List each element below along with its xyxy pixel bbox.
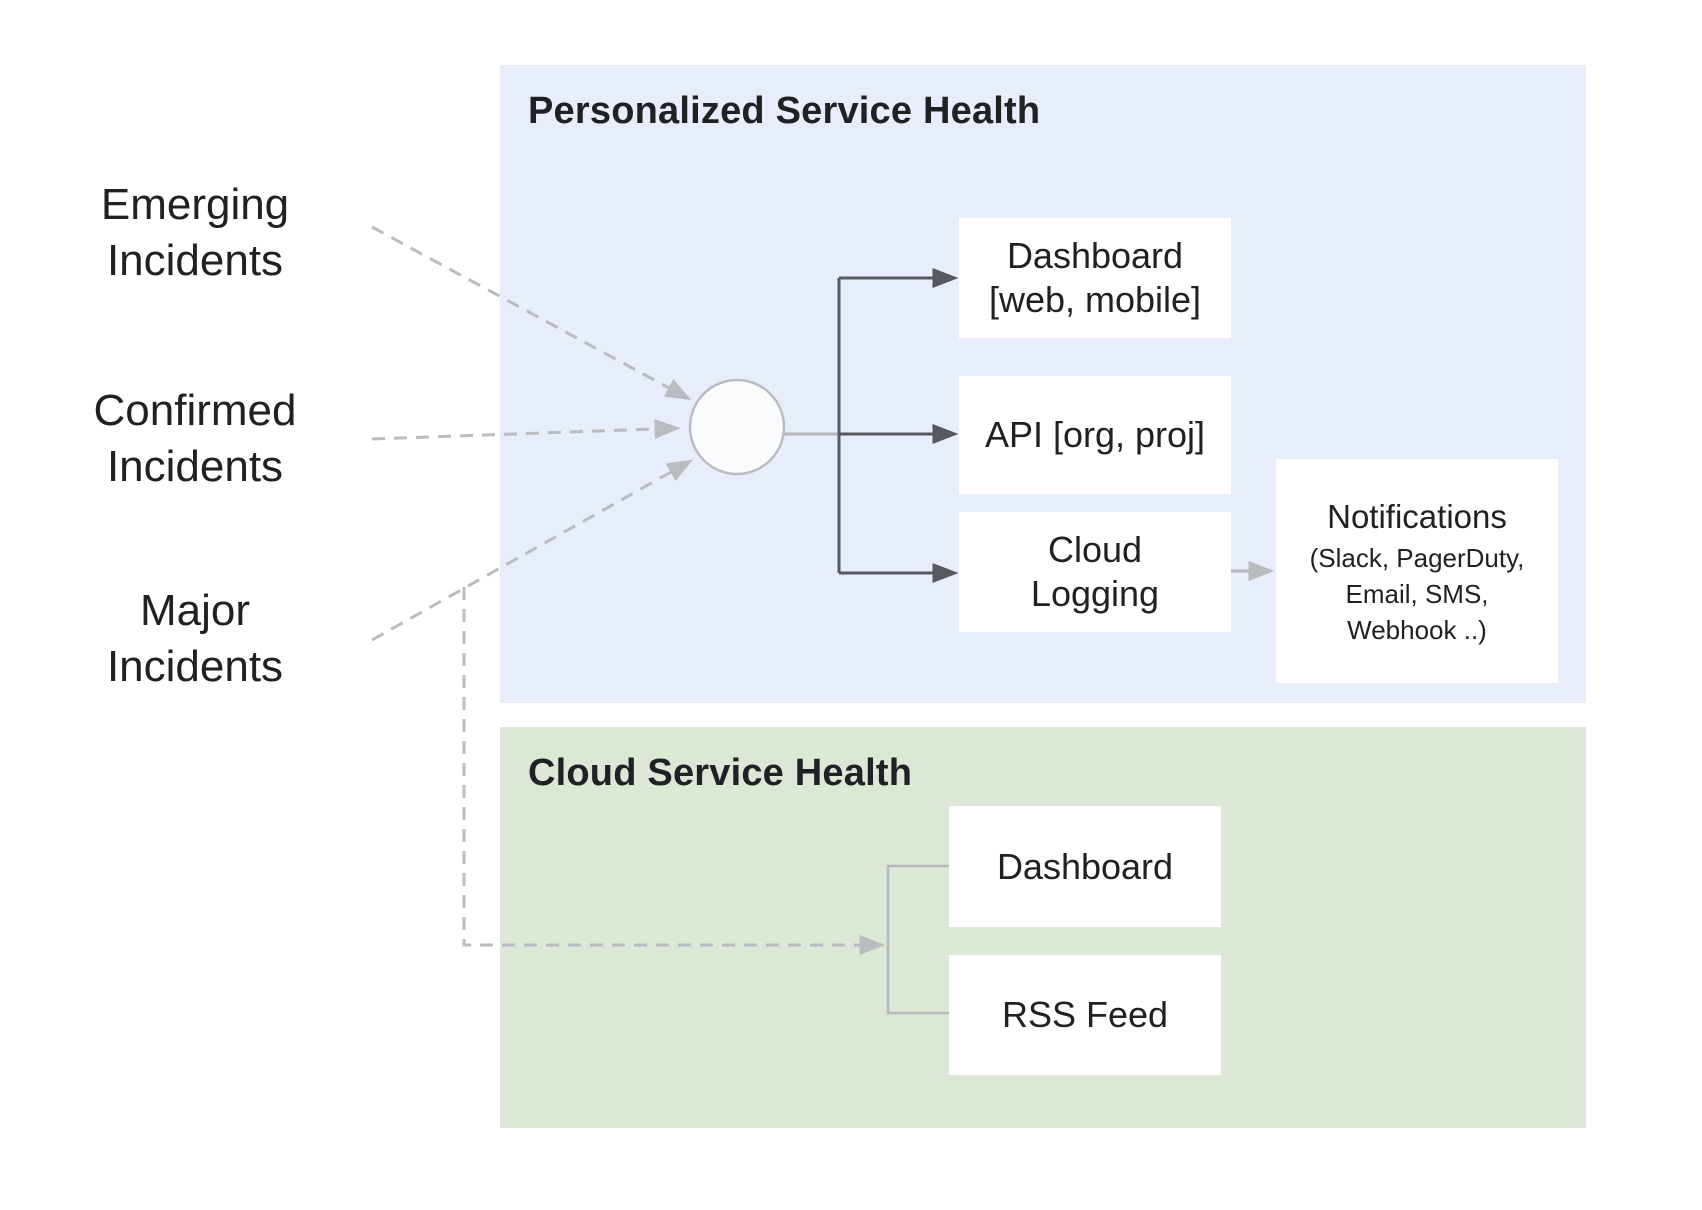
box-label-line: Dashboard <box>996 845 1174 887</box>
box-api-org-proj: API [org, proj] <box>959 376 1231 494</box>
box-rss-feed: RSS Feed <box>949 955 1221 1075</box>
notifications-title: Notifications <box>1327 498 1507 535</box>
label-line: Major <box>139 586 251 635</box>
arrow-major-to-hub <box>371 459 694 642</box>
notifications-channels-line: Email, SMS, <box>1345 579 1489 609</box>
notifications-channels-line: Webhook ..) <box>1347 615 1487 645</box>
box-label-line: [web, mobile] <box>988 279 1202 320</box>
label-line: Incidents <box>106 642 284 691</box>
arrow-major-to-cloud-service-health <box>462 587 886 955</box>
label-line: Emerging <box>100 180 290 229</box>
panel-title-personalized-service-health: Personalized Service Health <box>528 90 1041 132</box>
box-label-line: Logging <box>1030 573 1160 614</box>
arrow-confirmed-to-hub <box>371 419 681 441</box>
arrow-emerging-to-hub <box>371 225 692 401</box>
box-notifications: Notifications (Slack, PagerDuty, Email, … <box>1276 459 1558 683</box>
box-dashboard-web-mobile: Dashboard [web, mobile] <box>959 218 1231 338</box>
cloud-outputs-bracket <box>886 864 949 1015</box>
label-line: Incidents <box>106 236 284 285</box>
box-label-line: API [org, proj] <box>984 414 1206 455</box>
hub-node-circle <box>688 378 786 476</box>
box-dashboard-cloud: Dashboard <box>949 806 1221 927</box>
notifications-channels-line: (Slack, PagerDuty, <box>1309 543 1525 573</box>
box-label-line: RSS Feed <box>1001 994 1169 1035</box>
label-line: Confirmed <box>93 386 297 435</box>
label-major-incidents: Major Incidents <box>35 583 355 695</box>
box-label-line: Dashboard <box>1006 235 1184 276</box>
panel-title-cloud-service-health: Cloud Service Health <box>528 752 913 794</box>
box-label-line: Cloud <box>1047 529 1143 570</box>
label-confirmed-incidents: Confirmed Incidents <box>35 383 355 495</box>
box-cloud-logging: Cloud Logging <box>959 512 1231 632</box>
label-line: Incidents <box>106 442 284 491</box>
label-emerging-incidents: Emerging Incidents <box>35 177 355 289</box>
